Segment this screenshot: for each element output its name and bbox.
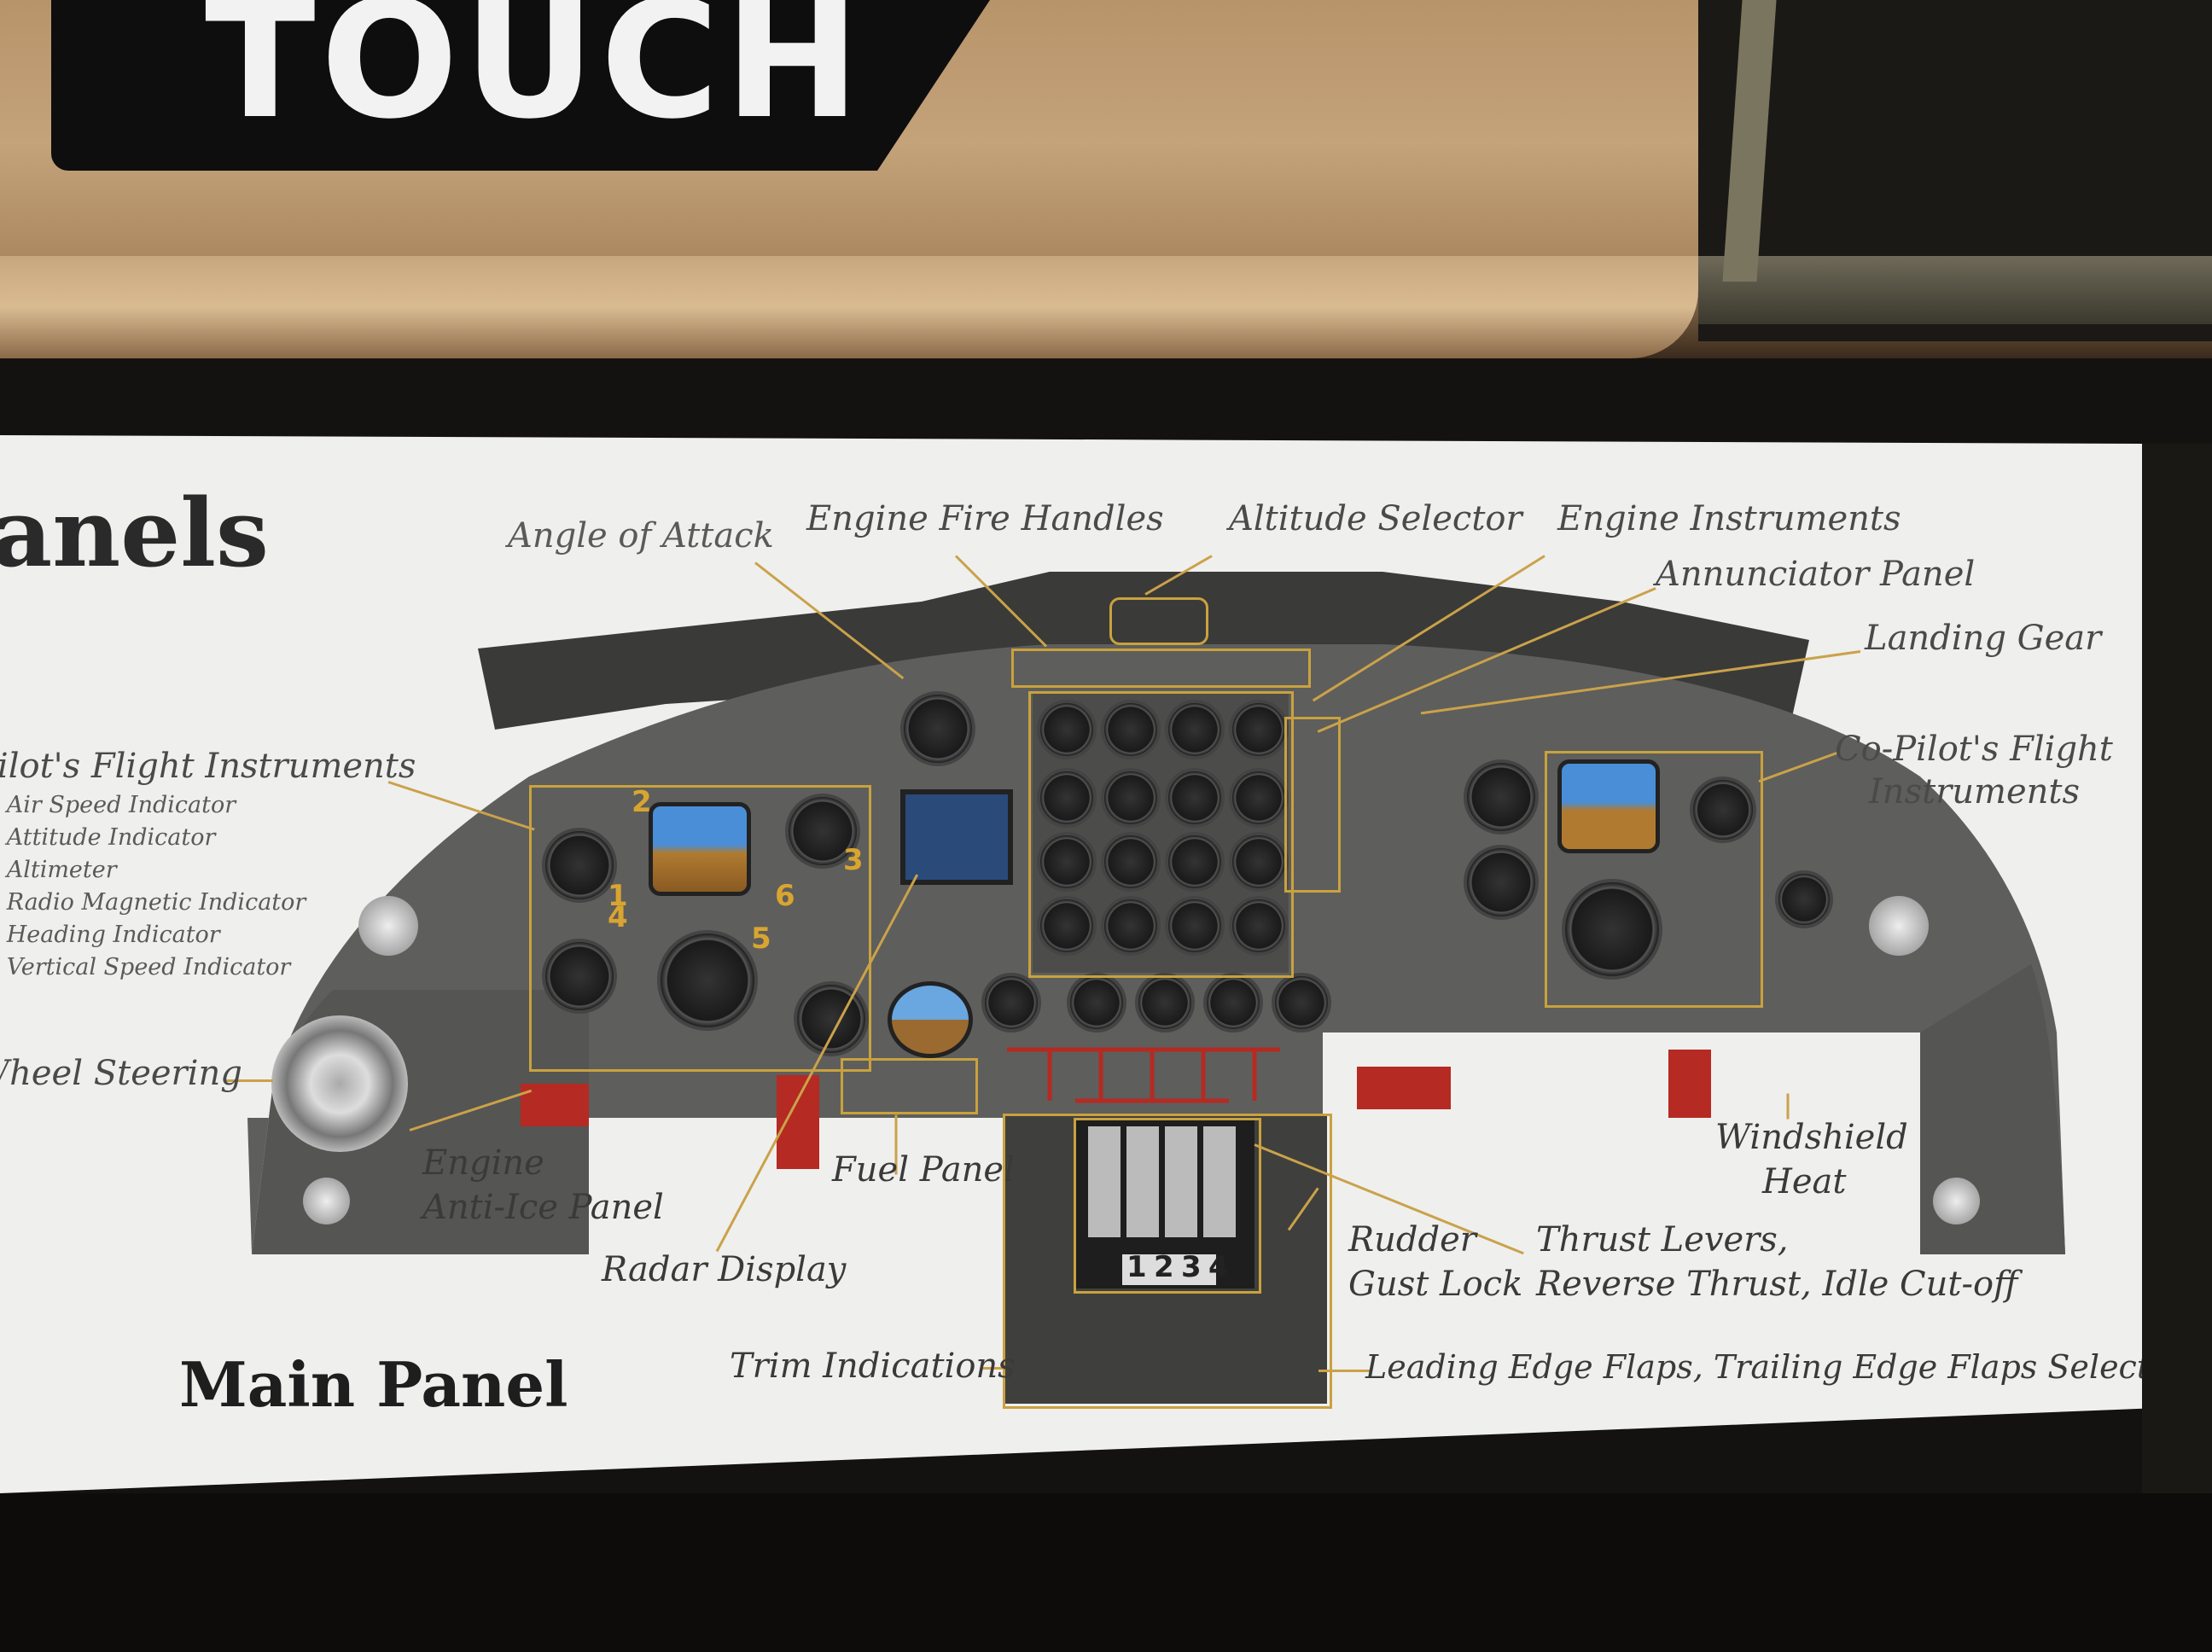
copilot-airspeed-gauge: [1464, 759, 1539, 835]
label-engine-fire-handles: Engine Fire Handles: [806, 499, 1164, 538]
right-dark-area: [2142, 444, 2212, 1502]
engine-fire-handles-outline: [1011, 649, 1311, 688]
metal-rail: [1698, 256, 2212, 324]
label-annunciator-panel: Annunciator Panel: [1656, 555, 1975, 594]
label-landing-gear: Landing Gear: [1865, 619, 2101, 658]
copilot-instruments-outline: [1545, 751, 1763, 1008]
windshield-switches: [1357, 1067, 1451, 1109]
label-thrust-line2: Reverse Thrust, Idle Cut-off: [1536, 1265, 2017, 1304]
pilot-instrument-number-5: 5: [751, 922, 771, 956]
leader-flaps: [1318, 1370, 1370, 1372]
altitude-selector-outline: [1109, 597, 1208, 645]
copilot-gauge: [1464, 845, 1539, 920]
fuel-gauge: [981, 973, 1041, 1032]
label-windshield-line2: Heat: [1762, 1162, 1846, 1201]
wheel-steering-tiller: [271, 1015, 408, 1152]
placard-heading: anels: [0, 478, 269, 588]
thrust-lever-number-1: 1: [1126, 1250, 1147, 1284]
pilot-list-item: - Air Speed Indicator: [0, 792, 236, 818]
fuel-gauge: [1135, 973, 1195, 1032]
pilot-list-item: - Vertical Speed Indicator: [0, 954, 290, 980]
radar-display-screen: [900, 789, 1013, 885]
pilot-instrument-number-4: 4: [608, 900, 628, 934]
lower-right-knob: [1933, 1178, 1980, 1224]
label-pilot-flight-instruments: Pilot's Flight Instruments: [0, 747, 416, 786]
pilot-instruments-outline: [529, 785, 871, 1072]
label-windshield-line1: Windshield: [1715, 1118, 1908, 1157]
thrust-lever-number-3: 3: [1181, 1250, 1202, 1284]
angle-of-attack-gauge: [900, 691, 975, 766]
label-fuel-panel: Fuel Panel: [832, 1150, 1015, 1190]
label-copilot-line1: Co-Pilot's Flight: [1835, 730, 2113, 769]
lower-left-knob: [303, 1178, 350, 1224]
label-trim-indications: Trim Indications: [730, 1347, 1016, 1386]
engine-instruments-outline: [1028, 691, 1294, 978]
left-knob: [358, 896, 418, 956]
label-engine-line2: Anti-Ice Panel: [422, 1188, 664, 1227]
label-rudder-line2: Gust Lock: [1348, 1265, 1522, 1304]
copilot-pedestal-switches: [1668, 1050, 1711, 1118]
placard-subtitle: Main Panel: [179, 1348, 568, 1421]
fuel-gauge: [1067, 973, 1126, 1032]
fuel-panel-outline: [841, 1058, 978, 1114]
label-thrust-line1: Thrust Levers,: [1536, 1220, 1789, 1259]
label-rudder-line1: Rudder: [1348, 1220, 1476, 1259]
pilot-instrument-number-6: 6: [775, 879, 795, 913]
pilot-instrument-number-2: 2: [632, 785, 652, 819]
pilot-list-item: - Radio Magnetic Indicator: [0, 889, 306, 916]
label-flaps: Leading Edge Flaps, Trailing Edge Flaps …: [1365, 1348, 2185, 1386]
label-engine-line1: Engine: [422, 1143, 544, 1183]
copilot-radio-gauge: [1775, 870, 1833, 928]
touch-sign-text: TOUCH: [205, 0, 865, 154]
cockpit-placard: 1 2 3 4 5 6 1 2 3 4 anels Main Panel Ang…: [0, 435, 2142, 1493]
label-radar-display: Radar Display: [602, 1250, 846, 1289]
shelf-edge: [0, 256, 1698, 358]
fuel-gauge: [1203, 973, 1263, 1032]
floor-shadow: [0, 1493, 2212, 1652]
thrust-lever-number-2: 2: [1154, 1250, 1174, 1284]
pilot-list-item: - Altimeter: [0, 857, 117, 883]
label-engine-instruments: Engine Instruments: [1557, 499, 1901, 538]
label-altitude-selector: Altitude Selector: [1229, 499, 1522, 538]
fuel-gauge: [1272, 973, 1331, 1032]
pilot-list-item: - Attitude Indicator: [0, 824, 215, 851]
pilot-instrument-number-3: 3: [843, 843, 864, 877]
thrust-lever-number-4: 4: [1208, 1250, 1229, 1284]
label-angle-of-attack: Angle of Attack: [508, 516, 774, 556]
annunciator-outline: [1284, 717, 1341, 893]
label-wheel-steering: Wheel Steering: [0, 1054, 242, 1093]
standby-attitude-indicator: [888, 981, 973, 1058]
label-copilot-line2: Instruments: [1869, 772, 2080, 811]
right-knob: [1869, 896, 1929, 956]
leader-windshield: [1787, 1094, 1790, 1120]
pilot-list-item: - Heading Indicator: [0, 922, 220, 948]
